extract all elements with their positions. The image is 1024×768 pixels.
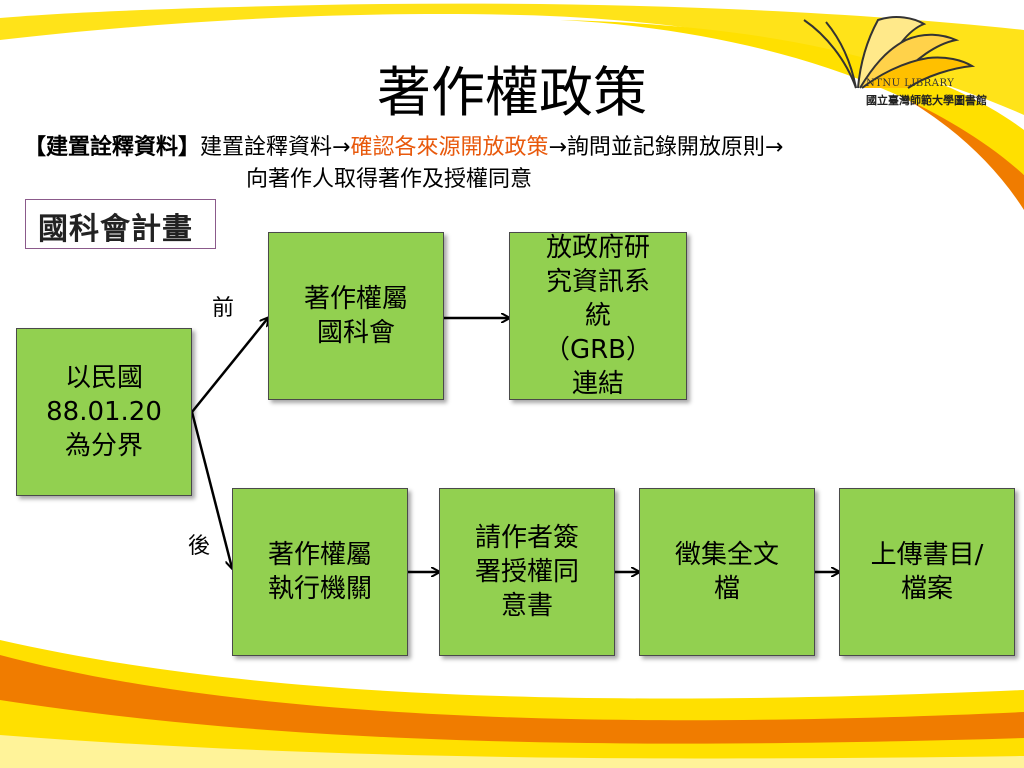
before-step-2-label: 放政府研 究資訊系 統 （GRB） 連結 (543, 233, 653, 399)
after-step-4-label: 上傳書目/ 檔案 (870, 540, 984, 604)
after-step-1: 著作權屬 執行機關 (232, 488, 408, 656)
subtitle-bracket: 【建置詮釋資料】 (24, 135, 201, 160)
subtitle-part1: 建置詮釋資料→ (200, 135, 351, 160)
subtitle-highlight: 確認各來源開放政策 (350, 135, 549, 160)
ntnu-library-logo: NTNU LIBRARY 國立臺灣師範大學圖書館 (796, 10, 1012, 110)
before-step-2: 放政府研 究資訊系 統 （GRB） 連結 (509, 232, 687, 400)
after-step-2-label: 請作者簽 署授權同 意書 (474, 523, 579, 621)
logo-chinese-text: 國立臺灣師範大學圖書館 (866, 94, 987, 107)
after-step-3: 徵集全文 檔 (639, 488, 815, 656)
book-icon (803, 16, 976, 89)
logo-english-text: NTNU LIBRARY (866, 78, 955, 89)
nsc-project-tag: 國科會計畫 (25, 199, 216, 249)
arrow-start-to-before (191, 318, 268, 413)
subtitle: 【建置詮釋資料】建置詮釋資料→確認各來源開放政策→詢問並記錄開放原則→ 向著作人… (24, 132, 1014, 196)
flow-arrows (190, 318, 839, 572)
before-step-1: 著作權屬 國科會 (268, 232, 444, 400)
after-step-1-label: 著作權屬 執行機關 (267, 540, 372, 604)
arrow-start-to-after (190, 411, 232, 568)
after-step-2: 請作者簽 署授權同 意書 (439, 488, 615, 656)
after-label: 後 (188, 534, 211, 559)
subtitle-part2: →詢問並記錄開放原則→ (548, 135, 784, 160)
start-box: 以民國 88.01.20 為分界 (16, 328, 192, 496)
before-step-1-label: 著作權屬 國科會 (303, 284, 408, 348)
after-step-3-label: 徵集全文 檔 (674, 540, 779, 604)
tag-label: 國科會計畫 (38, 212, 193, 247)
subtitle-line2: 向著作人取得著作及授權同意 (246, 167, 533, 192)
after-step-4: 上傳書目/ 檔案 (839, 488, 1015, 656)
start-box-label: 以民國 88.01.20 為分界 (46, 363, 162, 461)
before-label: 前 (212, 296, 235, 321)
slide-title: 著作權政策 (377, 61, 647, 124)
